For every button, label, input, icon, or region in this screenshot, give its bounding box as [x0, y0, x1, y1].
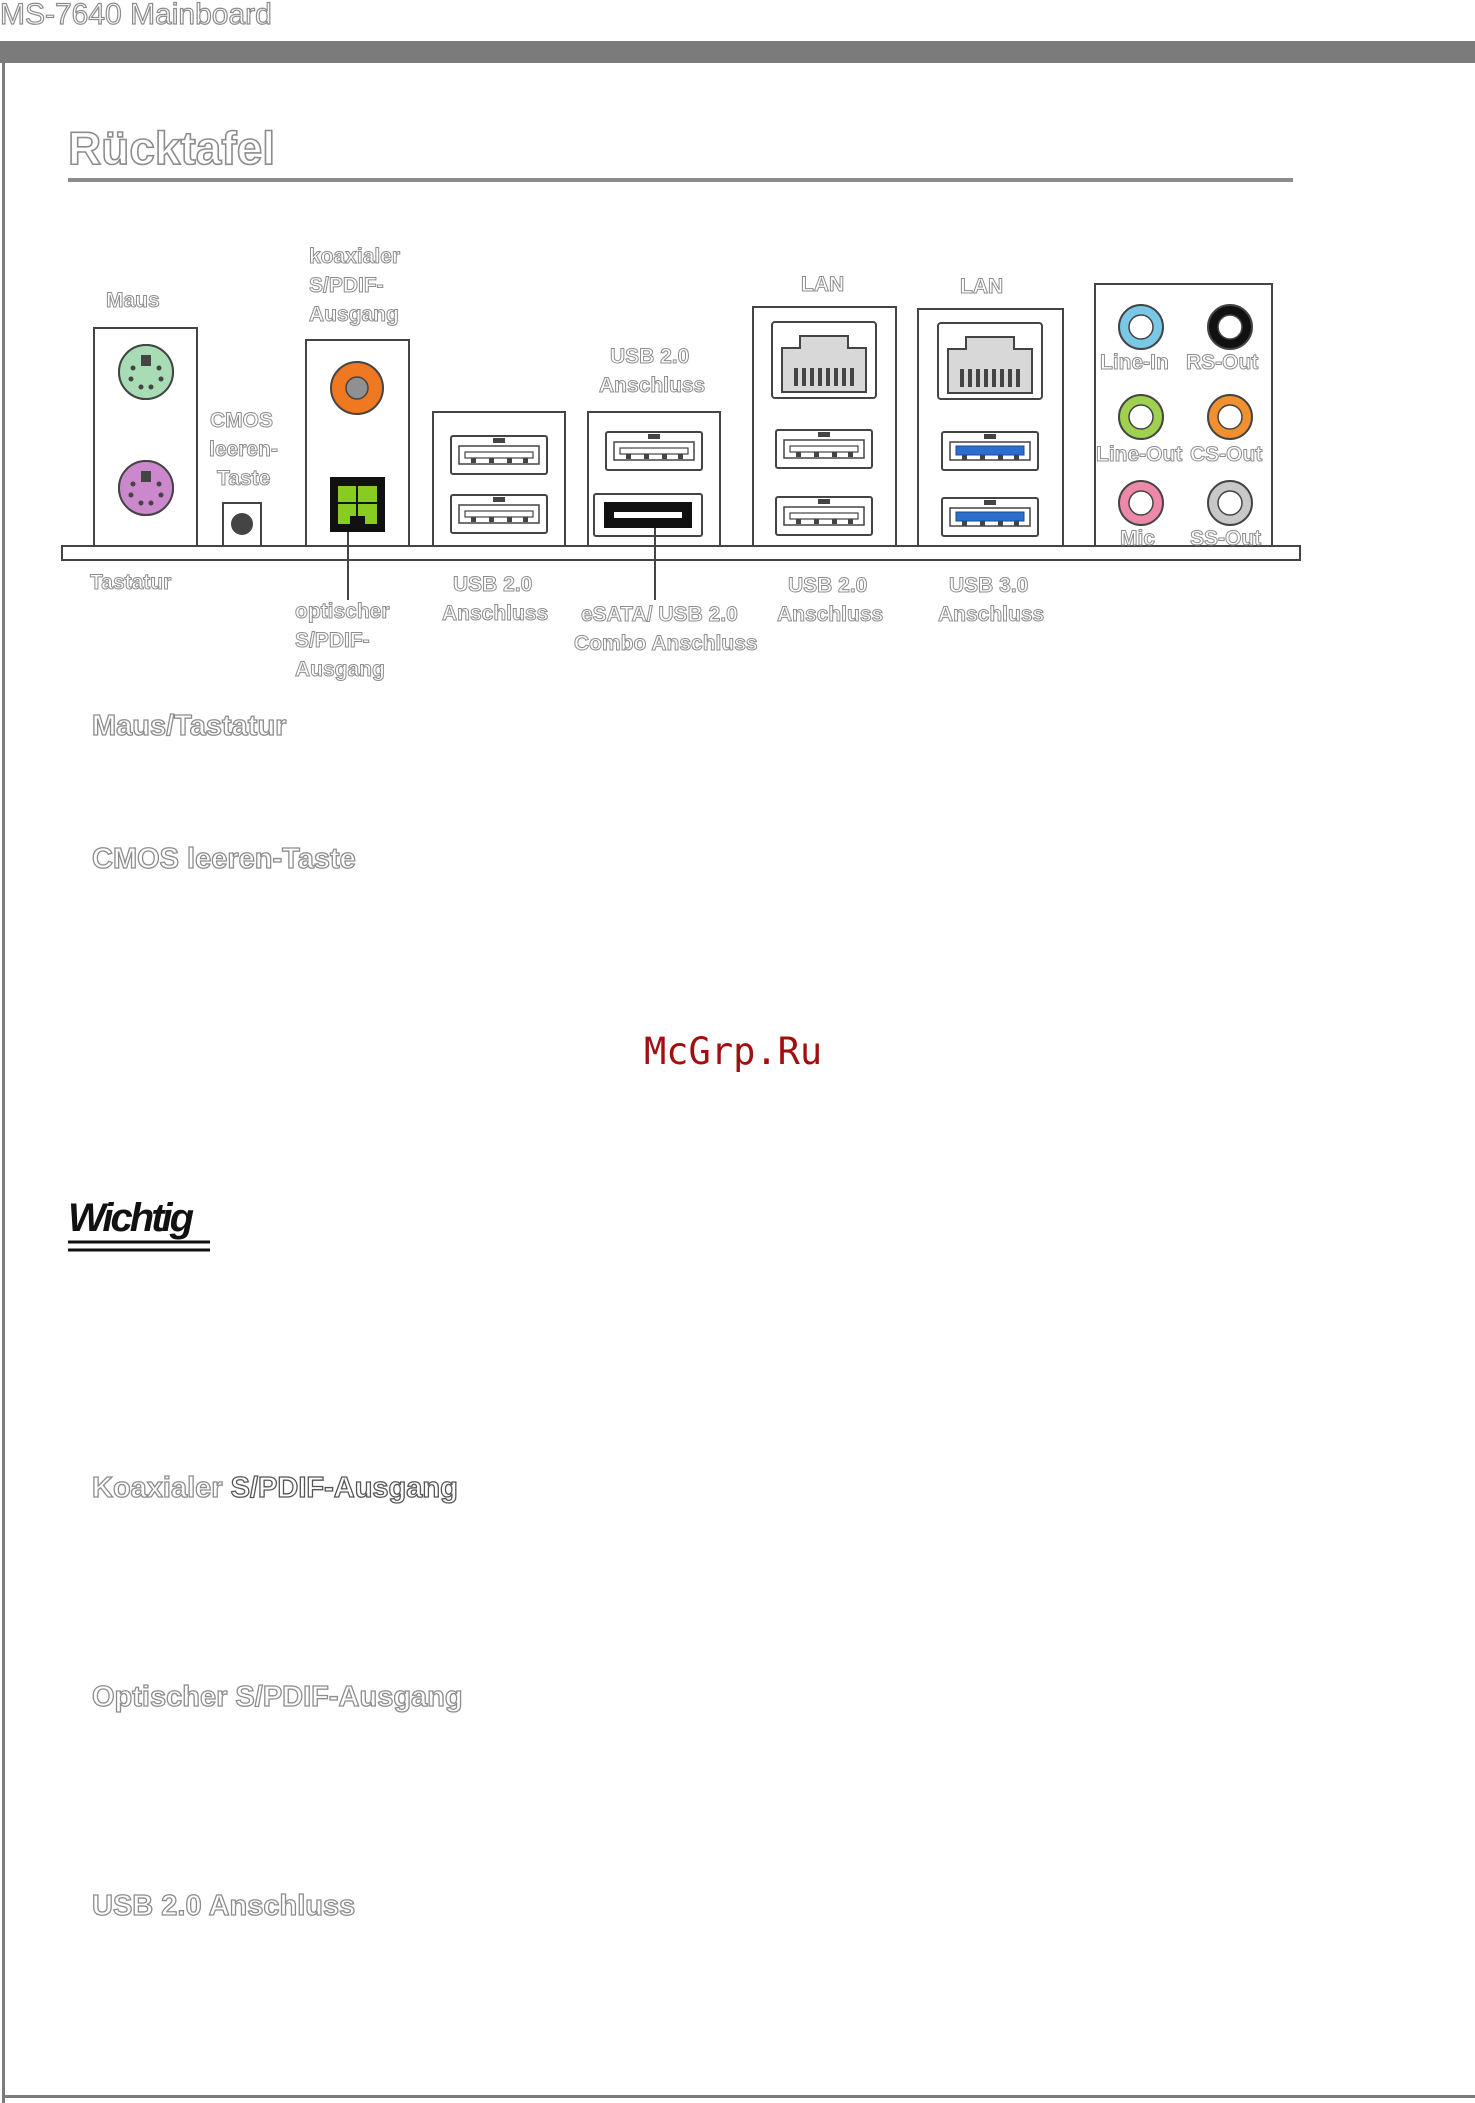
label-usb2-bottom-line2: Anschluss — [441, 602, 549, 626]
label-mic: Mic — [1119, 527, 1156, 551]
label-coax-line3: Ausgang — [309, 303, 400, 327]
page-title: Rücktafel — [67, 121, 276, 175]
label-coax-line1: koaxialer — [308, 245, 401, 269]
label-ss-out: SS-Out — [1189, 527, 1262, 551]
label-esata-line2: Combo Anschluss — [574, 632, 759, 656]
section-usb2: USB 2.0 Anschluss — [91, 1889, 356, 1922]
section-maus-tastatur: Maus/Tastatur — [91, 709, 287, 742]
label-maus: Maus — [106, 289, 161, 313]
section-wichtig: Wichtig — [68, 1196, 194, 1240]
section-cmos: CMOS leeren-Taste — [91, 842, 356, 875]
label-cmos-line2: leeren- — [209, 438, 279, 462]
label-usb3-line2: Anschluss — [937, 603, 1045, 627]
label-optical-line3: Ausgang — [295, 658, 386, 682]
title-underline — [68, 178, 1293, 182]
label-usb2-bottom-line1: USB 2.0 — [452, 573, 533, 597]
label-cmos-line1: CMOS — [210, 409, 274, 433]
label-line-out: Line-Out — [1095, 443, 1183, 467]
header-bar — [0, 41, 1475, 63]
bottom-border — [2, 2095, 1475, 2098]
label-esata-line1: eSATA/ USB 2.0 — [581, 603, 739, 627]
label-lan-2: LAN — [959, 275, 1004, 299]
label-optical-line1: optischer — [295, 600, 391, 624]
label-usb3-line1: USB 3.0 — [948, 574, 1029, 598]
section-optisch: Optischer S/PDIF-Ausgang — [91, 1680, 463, 1713]
label-rs-out: RS-Out — [1185, 351, 1259, 375]
label-usb2-top-line1: USB 2.0 — [609, 345, 690, 369]
label-line-in: Line-In — [1100, 351, 1170, 375]
label-cmos-line3: Taste — [216, 467, 271, 491]
label-usb2-lan-line2: Anschluss — [776, 603, 884, 627]
label-usb2-lan-line1: USB 2.0 — [787, 574, 868, 598]
label-usb2-top-line2: Anschluss — [598, 374, 706, 398]
label-tastatur: Tastatur — [89, 571, 172, 595]
section-koaxial-rest: S/PDIF-Ausgang — [230, 1471, 458, 1504]
left-border — [2, 41, 5, 2103]
label-lan-1: LAN — [800, 273, 845, 297]
header-title: MS-7640 Mainboard — [0, 0, 272, 32]
section-koaxial: Koaxialer S/PDIF-Ausgang — [91, 1471, 458, 1505]
watermark: McGrp.Ru — [644, 1030, 823, 1073]
label-cs-out: CS-Out — [1189, 443, 1263, 467]
label-coax-line2: S/PDIF- — [309, 274, 385, 298]
label-optical-line2: S/PDIF- — [295, 629, 371, 653]
section-koaxial-word: Koaxialer — [91, 1471, 223, 1504]
